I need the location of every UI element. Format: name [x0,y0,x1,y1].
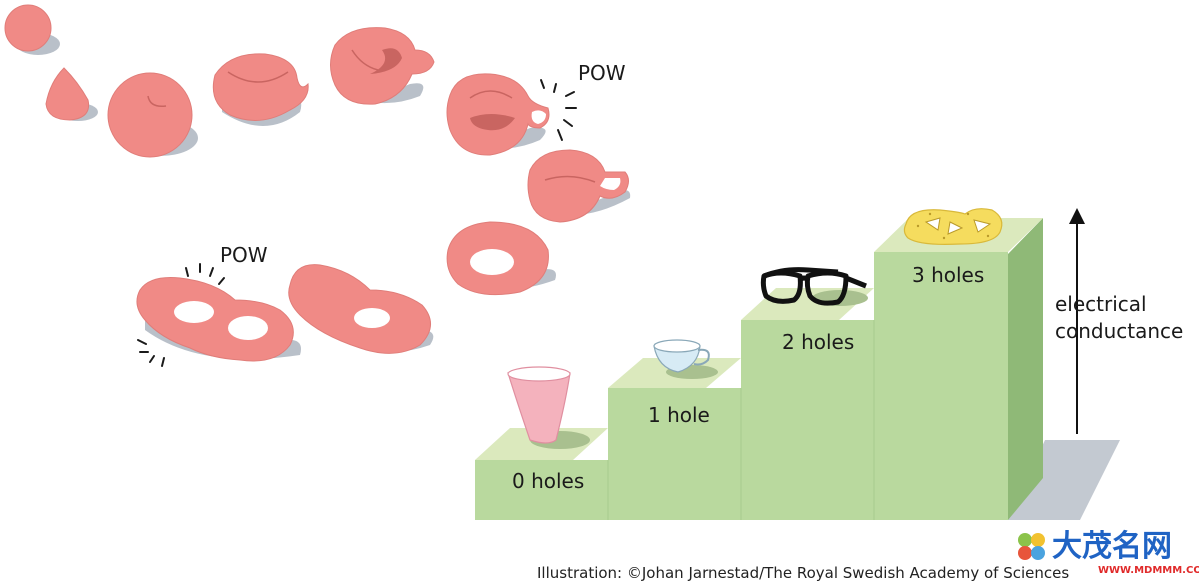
pow-label-left: POW [220,243,268,267]
pow-label-top: POW [578,61,626,85]
sphere-shape-2 [108,73,192,157]
step-label-0: 0 holes [512,469,584,493]
double-torus-hole-1 [174,301,214,323]
step-label-1: 1 hole [648,403,710,427]
pretzel-icon [904,209,1001,245]
sphere-shape-1 [5,5,51,51]
staircase: 0 holes 1 hole 2 holes 3 holes [475,218,1120,520]
torus-hole [470,249,514,275]
clover-icon [1018,533,1045,560]
illustration-credit: Illustration: ©Johan Jarnestad/The Royal… [537,564,1069,582]
step-label-2: 2 holes [782,330,854,354]
eyeglasses-icon [763,270,868,306]
elongated-torus-shape [289,265,431,354]
shape-morph-sequence: POW POW [5,5,630,366]
step-label-3: 3 holes [912,263,984,287]
watermark-chinese: 大茂名网 [1052,529,1172,564]
axis-label-line1: electrical [1055,292,1147,316]
watermark-url: WWW.MDMMM.COM [1098,565,1199,576]
elongated-torus-hole [354,308,390,328]
double-torus-hole-2 [228,316,268,340]
double-torus-shape [137,278,293,362]
drop-shape [46,68,89,120]
axis-label-line2: conductance [1055,319,1183,343]
